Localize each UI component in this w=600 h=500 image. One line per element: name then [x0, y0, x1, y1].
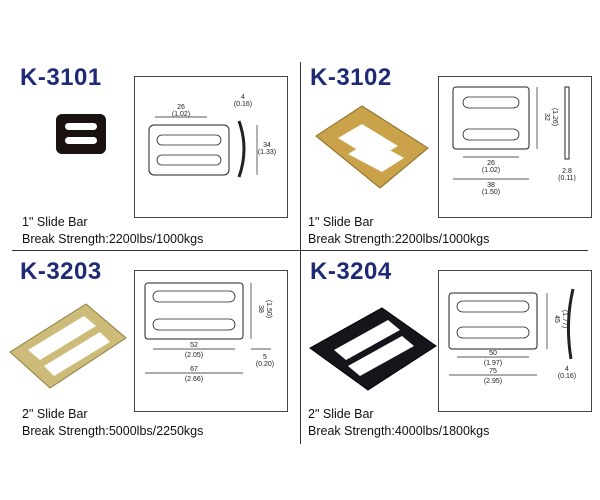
product-code: K-3101 — [20, 64, 102, 91]
product-description: 2" Slide Bar Break Strength:5000lbs/2250… — [22, 406, 203, 440]
svg-text:(2.05): (2.05) — [185, 352, 203, 359]
break-strength: Break Strength:2200lbs/1000kgs — [22, 232, 204, 246]
break-strength: Break Strength:5000lbs/2250kgs — [22, 424, 204, 438]
svg-text:26: 26 — [487, 160, 495, 167]
technical-drawing: 50 (1.97) 75 (2.95) 45 (1.77) 4 (0.16) — [438, 270, 592, 412]
svg-text:38: 38 — [487, 182, 495, 189]
svg-text:52: 52 — [190, 342, 198, 349]
technical-drawing: 26 (1.02) 38 (1.50) 32 (1.26) 2.8 (0.11) — [438, 76, 592, 218]
product-photo — [56, 114, 106, 154]
slide-bar-type: 2" Slide Bar — [22, 407, 88, 421]
technical-drawing: 52 (2.05) 67 (2.66) 38 (1.50) 5 (0.20) — [134, 270, 288, 412]
product-code: K-3204 — [310, 258, 392, 285]
svg-text:(2.66): (2.66) — [185, 376, 203, 383]
break-strength: Break Strength:4000lbs/1800kgs — [308, 424, 490, 438]
product-code: K-3203 — [20, 258, 102, 285]
svg-text:26: 26 — [177, 104, 185, 111]
svg-text:(0.16): (0.16) — [234, 101, 252, 108]
svg-text:(1.97): (1.97) — [484, 360, 502, 367]
product-photo — [9, 303, 127, 389]
svg-text:(2.95): (2.95) — [484, 378, 502, 385]
svg-text:(0.20): (0.20) — [256, 361, 274, 368]
svg-text:38: 38 — [257, 305, 264, 313]
svg-text:5: 5 — [263, 354, 267, 361]
svg-text:4: 4 — [241, 94, 245, 101]
slide-bar-type: 1" Slide Bar — [22, 215, 88, 229]
svg-text:(1.26): (1.26) — [551, 108, 558, 126]
svg-text:75: 75 — [489, 368, 497, 375]
product-description: 2" Slide Bar Break Strength:4000lbs/1800… — [308, 406, 489, 440]
svg-text:(0.11): (0.11) — [558, 175, 576, 182]
product-description: 1" Slide Bar Break Strength:2200lbs/1000… — [308, 214, 489, 248]
product-photo — [315, 105, 429, 189]
product-description: 1" Slide Bar Break Strength:2200lbs/1000… — [22, 214, 203, 248]
svg-text:(1.02): (1.02) — [482, 167, 500, 174]
svg-text:4: 4 — [565, 366, 569, 373]
svg-text:34: 34 — [263, 142, 271, 149]
svg-text:(1.50): (1.50) — [265, 300, 272, 318]
vertical-divider — [300, 62, 301, 444]
svg-text:(0.16): (0.16) — [558, 373, 576, 380]
svg-text:45: 45 — [553, 315, 560, 323]
svg-text:(1.02): (1.02) — [172, 111, 190, 118]
product-card-k3203: K-3203 52 (2.05) 67 (2.66) 38 (1.50) 5 (… — [0, 252, 300, 452]
svg-text:67: 67 — [190, 366, 198, 373]
svg-text:50: 50 — [489, 350, 497, 357]
svg-text:(1.50): (1.50) — [482, 189, 500, 196]
svg-text:32: 32 — [543, 113, 550, 121]
svg-text:2.8: 2.8 — [562, 168, 572, 175]
technical-drawing: 26 (1.02) 4 (0.16) 34 (1.33) — [134, 76, 288, 218]
product-photo — [309, 307, 437, 391]
break-strength: Break Strength:2200lbs/1000kgs — [308, 232, 490, 246]
slide-bar-type: 2" Slide Bar — [308, 407, 374, 421]
slide-bar-type: 1" Slide Bar — [308, 215, 374, 229]
product-card-k3102: K-3102 26 (1.02) 38 (1.50) 32 (1.26) 2.8… — [300, 50, 600, 250]
product-card-k3101: K-3101 26 (1.02) 4 (0.16) 34 (1.33) 1" S… — [0, 50, 300, 250]
product-card-k3204: K-3204 50 (1.97) 75 (2.95) 45 (1.77) 4 (… — [300, 252, 600, 452]
svg-text:(1.77): (1.77) — [561, 310, 568, 328]
svg-text:(1.33): (1.33) — [258, 149, 276, 156]
product-code: K-3102 — [310, 64, 392, 91]
